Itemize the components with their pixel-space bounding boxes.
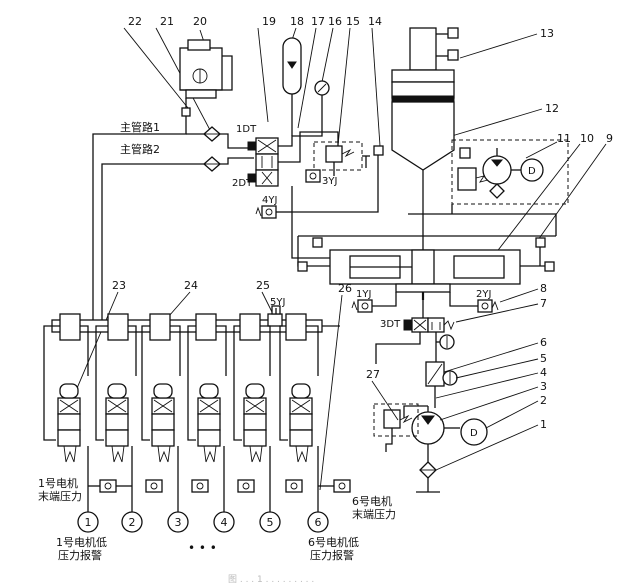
callout-9: 9 xyxy=(606,132,613,145)
motor-row xyxy=(77,490,329,533)
callout-6: 6 xyxy=(540,336,547,349)
check-valve-22 xyxy=(181,107,191,117)
oil-tank-20 xyxy=(179,39,233,99)
callout-17: 17 xyxy=(311,15,325,28)
check-valve-9c xyxy=(297,261,308,272)
motor-6 xyxy=(307,511,329,533)
motor-1 xyxy=(77,511,99,533)
motor-5-number: 5 xyxy=(267,516,274,529)
motor-4 xyxy=(213,511,235,533)
relief-valve-15 xyxy=(313,141,370,176)
check-valve-14 xyxy=(373,145,384,156)
pressure-switch-2yj: 2YJ xyxy=(449,289,499,313)
callout-12: 12 xyxy=(545,102,559,115)
callout-3: 3 xyxy=(540,380,547,393)
callout-26: 26 xyxy=(338,282,352,295)
callout-25: 25 xyxy=(256,279,270,292)
main-trunk-lines xyxy=(92,98,254,320)
main-line-1-label: 主管路1 xyxy=(120,120,160,134)
callout-numbers-right: 8 7 6 5 4 3 2 1 27 26 25 24 23 xyxy=(112,279,547,431)
directional-valve-7: 3DT xyxy=(375,300,455,364)
callout-leaders-right xyxy=(71,288,539,491)
pressure-switch-4yj: 4YJ xyxy=(255,195,292,219)
callout-1: 1 xyxy=(540,418,547,431)
annotation-texts: 1号电机 末端压力 6号电机 末端压力 1号电机低 压力报警 6号电机低 压力报… xyxy=(38,476,396,562)
pressure-gauge-7 xyxy=(436,334,455,350)
valve-1dt-label: 1DT xyxy=(236,124,257,135)
branch-pressure-switches xyxy=(88,479,351,493)
check-valve-9d xyxy=(544,261,555,272)
callout-10: 10 xyxy=(580,132,594,145)
callout-21: 21 xyxy=(160,15,174,28)
callout-2: 2 xyxy=(540,394,547,407)
main-line-2-label: 主管路2 xyxy=(120,142,160,156)
motor-labels: 1 2 3 4 5 6 xyxy=(85,516,322,529)
motor-1-end-pressure-line1: 1号电机 xyxy=(38,476,78,490)
pressure-gauge-16 xyxy=(314,80,330,112)
motor-3-number: 3 xyxy=(175,516,182,529)
ellipsis: • • • xyxy=(188,541,217,555)
motor-1-low-alarm-line1: 1号电机低 xyxy=(56,535,107,549)
pipe-accumulator xyxy=(278,112,323,147)
pressure-gauge-5 xyxy=(442,370,458,386)
valve-3dt-label: 3DT xyxy=(380,319,401,330)
callout-8: 8 xyxy=(540,282,547,295)
callout-16: 16 xyxy=(328,15,342,28)
callout-14: 14 xyxy=(368,15,382,28)
motor-4-number: 4 xyxy=(221,516,228,529)
callout-24: 24 xyxy=(184,279,198,292)
motor-1-low-alarm-line2: 压力报警 xyxy=(58,548,102,562)
motor-6-number: 6 xyxy=(315,516,322,529)
callout-7: 7 xyxy=(540,297,547,310)
cylinder-10 xyxy=(329,249,521,300)
motor-6-end-pressure-line1: 6号电机 xyxy=(352,494,392,508)
callout-18: 18 xyxy=(290,15,304,28)
motor-2-number: 2 xyxy=(129,516,136,529)
relief-valve-27 xyxy=(373,403,419,452)
callout-27: 27 xyxy=(366,368,380,381)
callout-20: 20 xyxy=(193,15,207,28)
callout-5: 5 xyxy=(540,352,547,365)
callout-19: 19 xyxy=(262,15,276,28)
directional-valve-19 xyxy=(247,137,279,187)
switch-5yj-label: 5YJ xyxy=(270,297,285,308)
pump-unit-11: D xyxy=(451,139,569,214)
motor-1-end-pressure-line2: 末端压力 xyxy=(38,489,82,503)
pressure-switch-1yj: 1YJ xyxy=(351,289,397,313)
switch-2yj-label: 2YJ xyxy=(476,289,491,300)
motor-2 xyxy=(121,511,143,533)
callout-23: 23 xyxy=(112,279,126,292)
callout-numbers-top: 22 21 20 19 18 17 16 15 14 13 12 11 10 9 xyxy=(128,15,613,145)
motor-5 xyxy=(259,511,281,533)
check-valve-9b xyxy=(535,237,546,248)
check-valve-9a xyxy=(312,237,323,248)
callout-4: 4 xyxy=(540,366,547,379)
callout-leaders-top xyxy=(123,27,607,259)
pressure-switch-3yj: 3YJ xyxy=(305,169,337,187)
accumulator-18 xyxy=(282,37,302,136)
callout-15: 15 xyxy=(346,15,360,28)
motor-1-number: 1 xyxy=(85,516,92,529)
switch-3yj-label: 3YJ xyxy=(322,176,337,187)
hydraulic-cylinder-12 xyxy=(391,27,459,250)
motor-6-end-pressure-line2: 末端压力 xyxy=(352,507,396,521)
callout-22: 22 xyxy=(128,15,142,28)
motor-3 xyxy=(167,511,189,533)
branch-valves xyxy=(43,325,319,490)
motor-6-low-alarm-line2: 压力报警 xyxy=(310,548,354,562)
switch-1yj-label: 1YJ xyxy=(356,289,371,300)
pump-unit-11-d: D xyxy=(528,166,536,177)
throttle-valve-6 xyxy=(425,361,445,408)
valve-2dt-label: 2DT xyxy=(232,178,253,189)
figure-caption: 图 . . . 1 . . . . . . . . . xyxy=(228,574,314,585)
callout-13: 13 xyxy=(540,27,554,40)
motor-6-low-alarm-line1: 6号电机低 xyxy=(308,535,359,549)
motor-2-d: D xyxy=(470,428,478,439)
callout-11: 11 xyxy=(557,132,571,145)
switch-4yj-label: 4YJ xyxy=(262,195,277,206)
pump-3: D xyxy=(403,405,488,493)
distribution-manifold: 5YJ xyxy=(51,297,340,341)
